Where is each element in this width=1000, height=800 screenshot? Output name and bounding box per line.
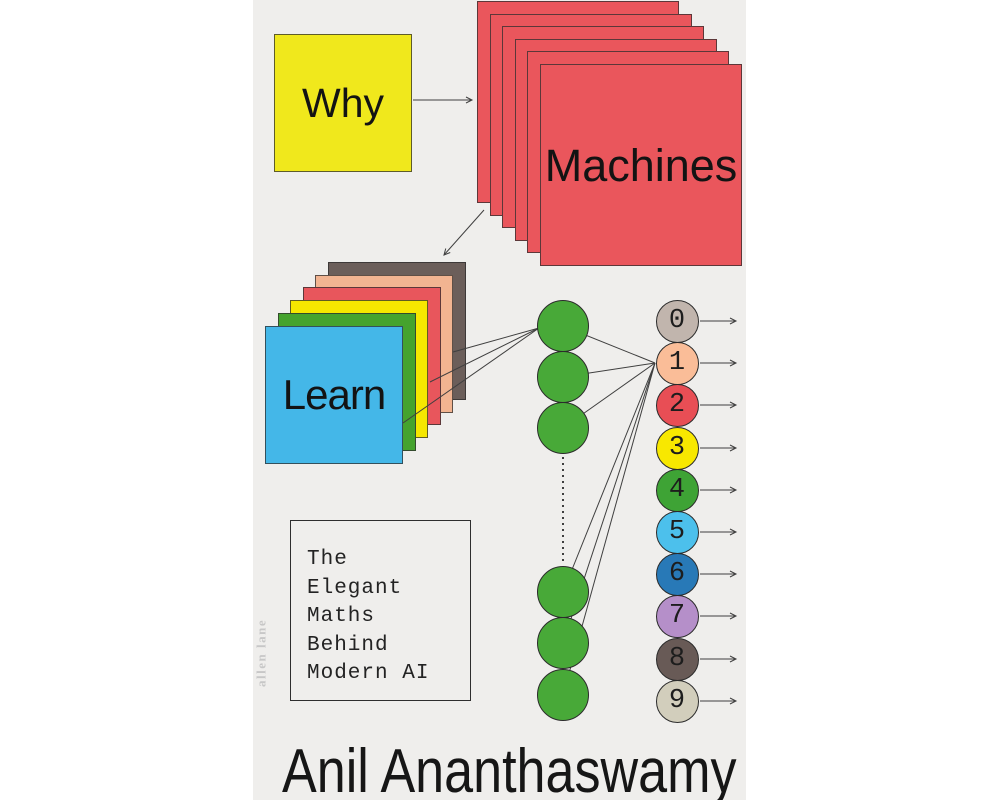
digit-label: 4 <box>668 475 686 505</box>
digit-label: 2 <box>668 390 686 420</box>
hidden-node <box>537 617 589 669</box>
output-node-7: 7 <box>655 594 699 638</box>
output-node-5: 5 <box>655 510 699 554</box>
author-name: Anil Ananthaswamy <box>282 737 737 800</box>
digit-label: 7 <box>668 601 686 631</box>
hidden-node <box>537 402 589 454</box>
subtitle-line: Elegant <box>307 576 403 600</box>
title-word-why: Why <box>302 79 384 126</box>
hidden-node <box>537 669 589 721</box>
digit-label: 0 <box>668 306 686 336</box>
title-word-learn: Learn <box>282 371 386 418</box>
digit-label: 5 <box>668 517 686 547</box>
output-node-3: 3 <box>655 426 699 470</box>
output-node-6: 6 <box>655 552 699 596</box>
book-cover: Machines Why Learn <box>253 0 746 800</box>
digit-label: 3 <box>668 433 686 463</box>
why-square: Why <box>274 34 412 172</box>
digit-label: 1 <box>668 348 686 378</box>
subtitle-line: The <box>307 548 348 571</box>
title-word-machines: Machines <box>544 139 738 191</box>
subtitle-line: Behind <box>307 633 389 657</box>
output-node-2: 2 <box>655 383 699 427</box>
digit-label: 8 <box>668 644 686 674</box>
subtitle-line: Maths <box>307 605 376 629</box>
subtitle-line: Modern AI <box>307 662 430 686</box>
hidden-node <box>537 351 589 403</box>
output-node-9: 9 <box>655 679 699 723</box>
publisher-logo: allen lane <box>253 618 269 688</box>
hidden-node <box>537 566 589 618</box>
hidden-node <box>537 300 589 352</box>
machines-stack-square-front: Machines <box>540 64 742 266</box>
digit-label: 9 <box>668 686 686 716</box>
subtitle-box: The Elegant Maths Behind Modern AI <box>290 520 471 701</box>
digit-label: 6 <box>668 559 686 589</box>
output-node-4: 4 <box>655 468 699 512</box>
learn-stack-square-front: Learn <box>265 326 403 464</box>
output-node-0: 0 <box>655 299 699 343</box>
output-node-8: 8 <box>655 637 699 681</box>
output-node-1: 1 <box>655 341 699 385</box>
